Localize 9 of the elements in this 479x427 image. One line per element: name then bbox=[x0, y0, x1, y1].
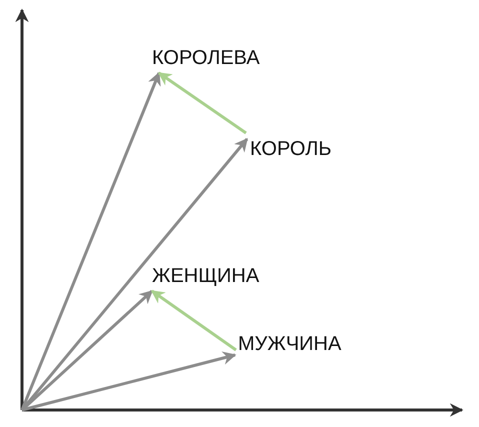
vector-arrow bbox=[22, 352, 236, 412]
vector-arrow bbox=[150, 290, 237, 352]
vector-arrow bbox=[158, 72, 247, 134]
word-label: МУЖЧИНА bbox=[236, 330, 344, 358]
word-label: КОРОЛЕВА bbox=[150, 44, 262, 72]
word-label: КОРОЛЬ bbox=[248, 135, 334, 163]
vector-arrow bbox=[20, 72, 161, 411]
vector-arrow bbox=[20, 138, 248, 411]
word-label: ЖЕНЩИНА bbox=[150, 262, 262, 290]
